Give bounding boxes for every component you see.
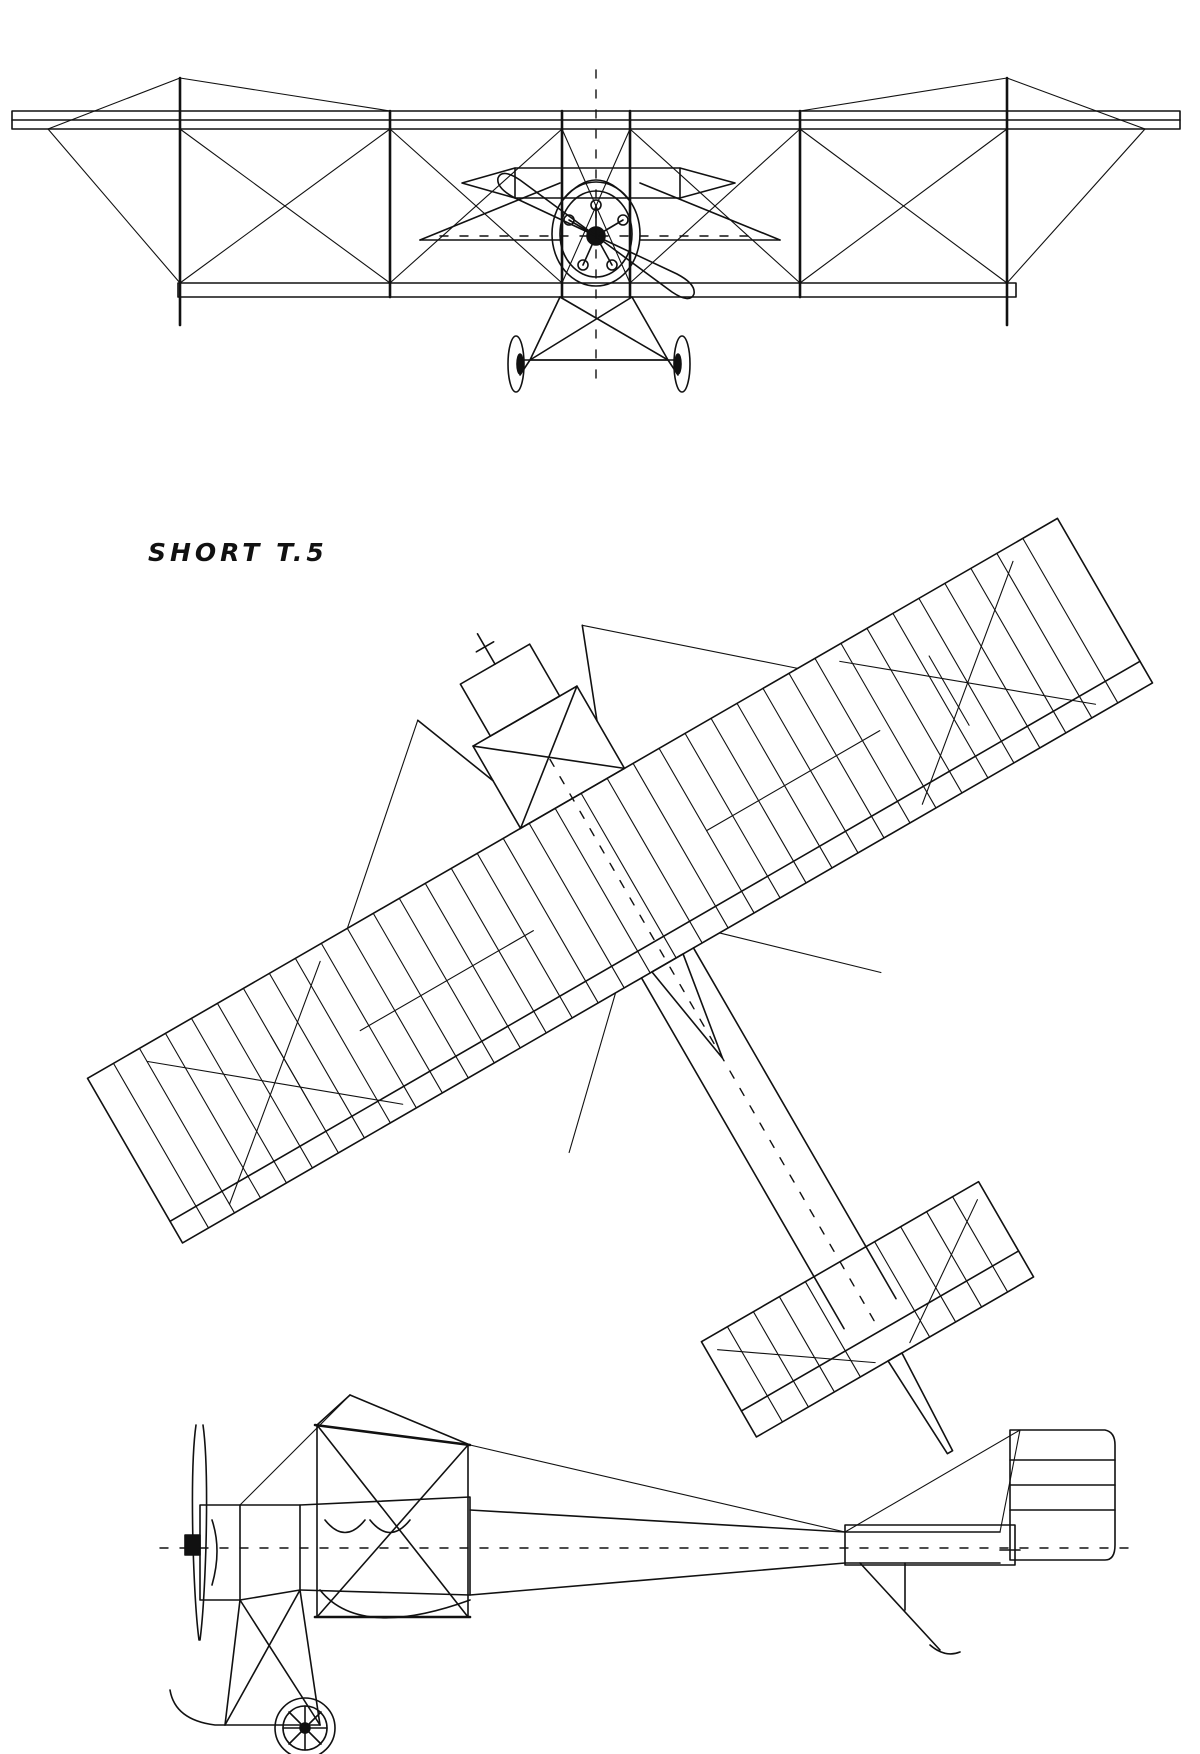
front-propeller: [497, 172, 695, 300]
front-bracing-wires: [47, 77, 1146, 284]
plan-rudder: [887, 1352, 954, 1455]
plan-outrigger-wires: [346, 624, 882, 1154]
front-lower-wing: [177, 282, 1017, 298]
plan-wing-ribs: [112, 537, 1119, 1229]
plan-wing-bracing: [146, 560, 1097, 1205]
side-view: [159, 1394, 1131, 1754]
side-wings: [313, 1423, 472, 1619]
front-view: [11, 69, 1181, 393]
side-fuselage-boom: [469, 1509, 1001, 1596]
front-centerline: [439, 69, 761, 381]
front-wheels: [507, 335, 691, 393]
side-tail-fin: [1009, 1429, 1116, 1561]
side-propeller: [184, 1424, 208, 1641]
plan-view: [86, 517, 1154, 1455]
front-interplane-struts: [178, 76, 1009, 327]
side-undercarriage: [169, 1589, 321, 1726]
front-undercarriage: [519, 296, 679, 376]
side-tailplane: [844, 1524, 1021, 1566]
plan-nacelle: [416, 624, 626, 830]
side-rigging-wires: [239, 1394, 1021, 1533]
side-engine-nose: [199, 1504, 301, 1601]
side-wing-struts: [316, 1394, 471, 1618]
side-nacelle: [299, 1496, 471, 1619]
drawing-title: SHORT T.5: [148, 538, 328, 567]
side-wheel: [274, 1697, 336, 1754]
plan-tail-boom: [640, 947, 897, 1330]
plan-tailplane-ribs: [717, 1196, 1009, 1423]
plan-tailplane: [700, 1180, 1035, 1438]
side-tail-skid: [859, 1562, 961, 1655]
